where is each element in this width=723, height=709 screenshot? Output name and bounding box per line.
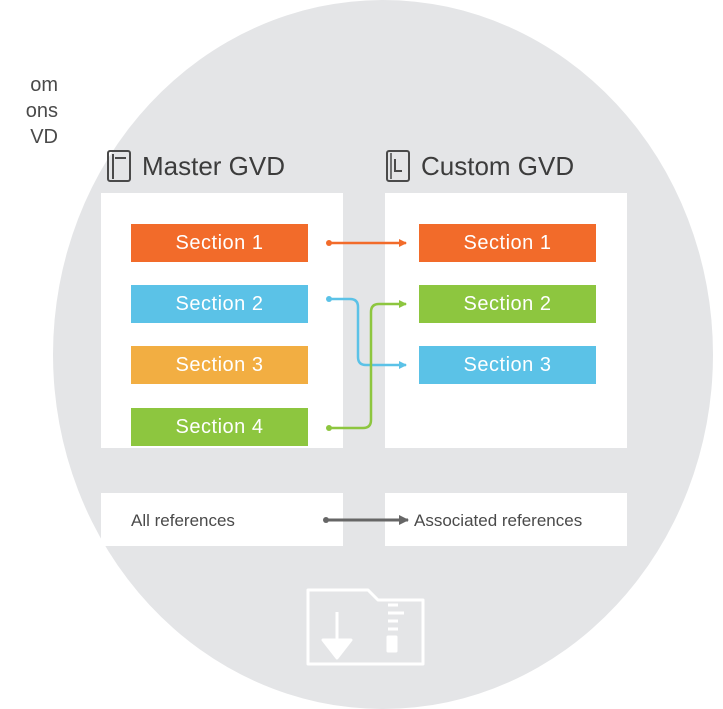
all-references-label: All references	[131, 511, 235, 530]
connector-section-1	[326, 239, 407, 247]
master-section-3: Section 3	[131, 346, 308, 384]
side-caption-line-2: ons	[25, 100, 58, 122]
custom-section-2: Section 2	[419, 285, 596, 323]
custom-refs-panel	[385, 493, 627, 546]
custom-section-1: Section 1	[419, 224, 596, 262]
master-refs-panel	[101, 493, 343, 546]
master-title-text: Master GVD	[142, 150, 286, 181]
custom-document-icon	[386, 150, 410, 182]
side-caption-line-3: VD	[30, 126, 58, 148]
master-section-4: Section 4	[131, 408, 308, 446]
connector-section-4-to-2	[326, 300, 407, 431]
master-gvd-title: Master GVD	[106, 149, 285, 183]
side-caption-line-1: om	[30, 74, 58, 96]
custom-title-text: Custom GVD	[421, 150, 575, 181]
folder-download-icon	[306, 588, 425, 666]
connector-section-2-to-3	[326, 296, 407, 369]
connector-references	[323, 515, 409, 525]
custom-section-3: Section 3	[419, 346, 596, 384]
master-document-icon	[107, 150, 131, 182]
custom-gvd-title: Custom GVD	[385, 149, 574, 183]
side-caption: om ons VD	[0, 72, 58, 150]
master-section-2: Section 2	[131, 285, 308, 323]
associated-references-label: Associated references	[414, 511, 583, 530]
master-section-1: Section 1	[131, 224, 308, 262]
